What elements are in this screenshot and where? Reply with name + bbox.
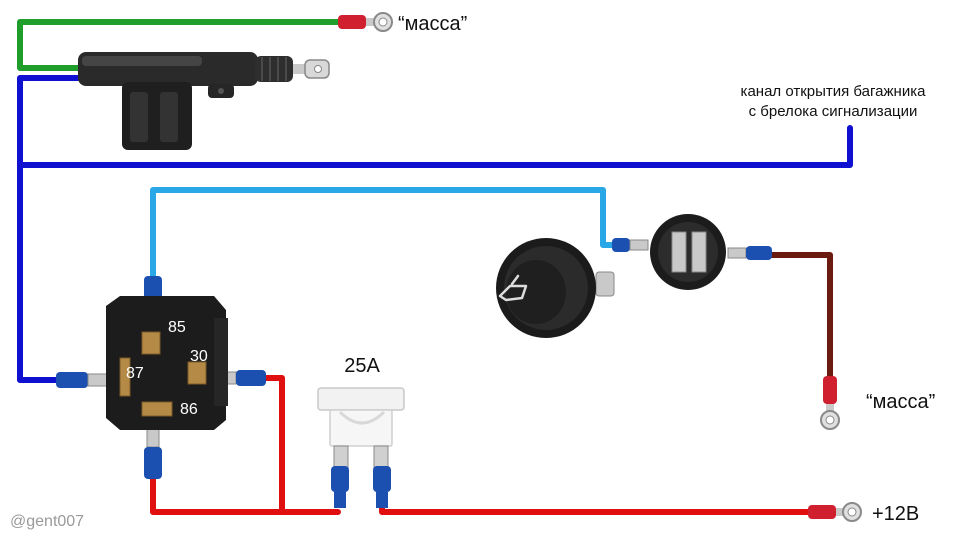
wires bbox=[17, 19, 853, 515]
door-lock-actuator bbox=[78, 52, 330, 150]
relay: 85 30 87 86 bbox=[56, 276, 266, 479]
trunk-open-button bbox=[496, 238, 615, 338]
relay-pin-30: 30 bbox=[190, 348, 208, 365]
car-trunk-icon bbox=[498, 274, 528, 302]
trunk-channel-label-line2: с брелока сигнализации bbox=[749, 103, 918, 120]
blue-wire-trunk-channel bbox=[17, 125, 853, 168]
ground-ring-terminal-bottom bbox=[820, 376, 840, 430]
red-wire-relay86 bbox=[150, 475, 341, 515]
fuse-rating-label: 25А bbox=[344, 355, 380, 377]
plus12-label: +12В bbox=[872, 503, 919, 525]
ground-label-bottom: “масса” bbox=[866, 391, 935, 413]
green-wire bbox=[17, 19, 343, 71]
relay-connector-86 bbox=[144, 447, 162, 479]
ground-label-top: “масса” bbox=[398, 13, 467, 35]
relay-pin-85: 85 bbox=[168, 319, 186, 336]
watermark: @gent007 bbox=[10, 513, 84, 530]
blade-fuse-25a bbox=[317, 387, 405, 508]
trunk-button-rear bbox=[612, 214, 772, 290]
fuse-connector-right bbox=[373, 466, 391, 492]
plus12-ring-terminal bbox=[808, 502, 862, 522]
blue-wire-actuator-relay bbox=[17, 75, 83, 383]
red-wire-relay30 bbox=[259, 375, 285, 515]
relay-pin-86: 86 bbox=[180, 401, 198, 418]
red-wire-plus12 bbox=[379, 505, 815, 515]
brown-wire bbox=[767, 252, 833, 383]
ground-ring-terminal-top bbox=[338, 12, 393, 32]
lightblue-wire bbox=[150, 187, 618, 285]
trunk-channel-label-line1: канал открытия багажника bbox=[741, 83, 927, 100]
relay-pin-87: 87 bbox=[126, 365, 144, 382]
relay-connector-87 bbox=[56, 372, 88, 388]
fuse-connector-left bbox=[331, 466, 349, 492]
relay-connector-30 bbox=[236, 370, 266, 386]
